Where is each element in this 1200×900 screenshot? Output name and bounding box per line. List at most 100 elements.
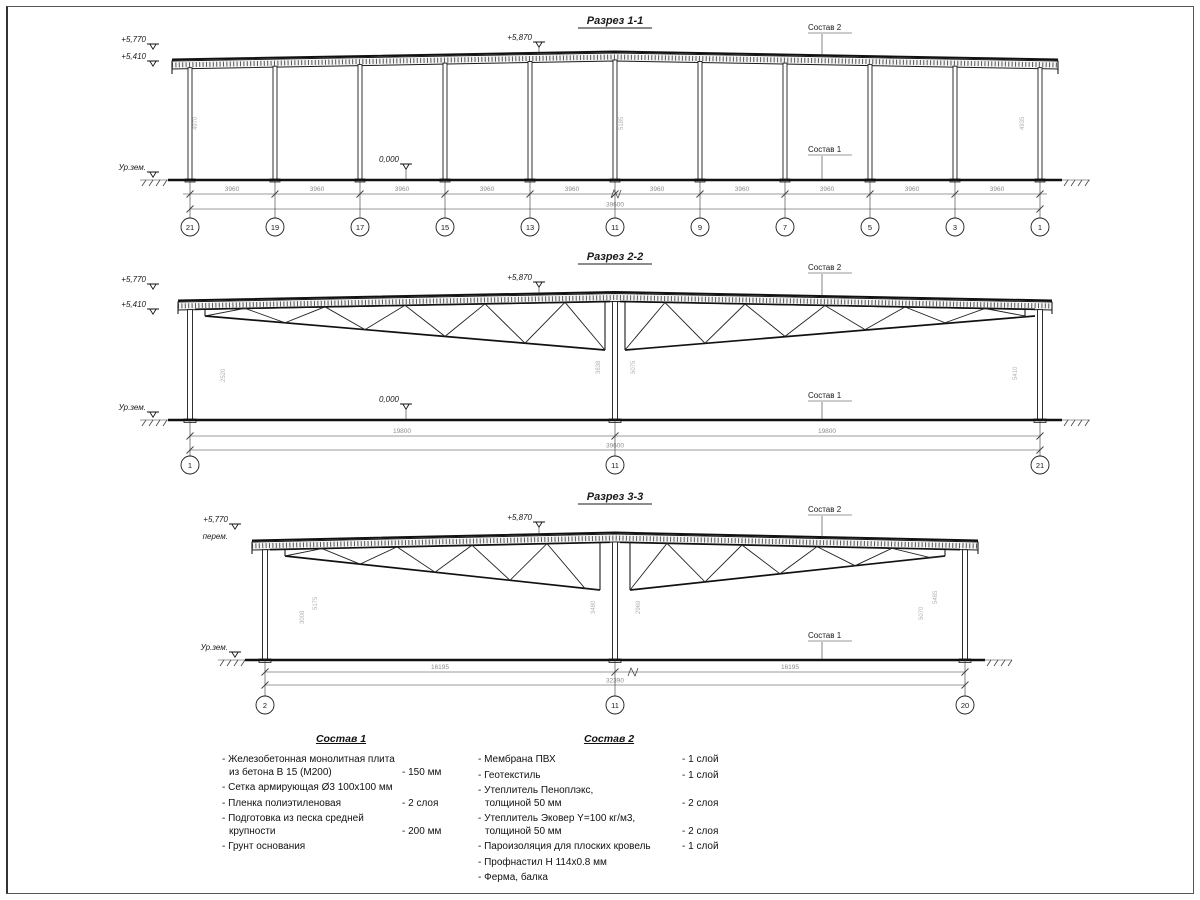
zero-level-label: 0,000 — [379, 395, 400, 404]
axis-bubble: 1 — [1030, 217, 1050, 237]
section-2-columns — [183, 301, 1047, 423]
axis-bubble: 21 — [180, 217, 200, 237]
vertical-dim: 2520 — [221, 368, 227, 382]
break-mark — [627, 667, 639, 677]
legend-item: - Грунт основания — [222, 841, 306, 852]
legend-1-title: Состав 1 — [315, 733, 367, 745]
axis-bubble: 11 — [605, 217, 625, 237]
callout-sostav-1: Состав 1 — [808, 145, 842, 154]
ground-level-label: Ур.зем. — [200, 643, 228, 652]
section-3-axis-bubbles: 2 11 20 — [255, 660, 975, 715]
axis-bubble: 9 — [690, 217, 710, 237]
section-1-vertical-dims: 4970 5185 4935 — [193, 116, 1026, 130]
legend-2-title: Состав 2 — [583, 733, 635, 745]
legend-item: - Утеплитель Пеноплэкс,толщиной 50 мм - … — [478, 785, 719, 809]
axis-bubble: 13 — [520, 217, 540, 237]
ridge-elevation-label: +5,870 — [507, 33, 532, 42]
elevation-note: перем. — [203, 532, 228, 541]
span-dim: 3960 — [650, 186, 665, 193]
section-3-truss-left — [269, 541, 611, 591]
svg-text:11: 11 — [611, 701, 619, 710]
vertical-dim: 2969 — [636, 600, 642, 614]
callout-sostav-1: Состав 1 — [808, 631, 842, 640]
svg-text:1: 1 — [188, 461, 192, 470]
section-3-callouts: Состав 2 Состав 1 — [808, 505, 852, 659]
legend-sostav-2: Состав 2 - Мембрана ПВХ - 1 слой - Геоте… — [478, 733, 740, 888]
legend-item: - Сетка армирующая Ø3 100x100 мм — [222, 782, 393, 793]
elevation-label: +5,770 — [203, 515, 228, 524]
callout-sostav-1: Состав 1 — [808, 391, 842, 400]
legend-item: - Утеплитель Эковер Y=100 кг/м3,толщиной… — [478, 813, 719, 837]
section-2-roof — [177, 290, 1053, 314]
section-1: Разрез 1-1 — [118, 15, 1090, 237]
vertical-dim: 3838 — [596, 360, 602, 374]
legend-sostav-1: Состав 1 - Железобетонная монолитная пли… — [222, 733, 460, 857]
axis-bubble: 7 — [775, 217, 795, 237]
svg-text:21: 21 — [186, 223, 194, 232]
span-dim: 3960 — [990, 186, 1005, 193]
section-1-title: Разрез 1-1 — [587, 15, 643, 27]
axis-bubble: 17 — [350, 217, 370, 237]
section-1-axis-bubbles: 21 19 17 15 13 11 9 7 5 3 1 — [180, 180, 1050, 237]
ridge-elevation-label: +5,870 — [507, 513, 532, 522]
elevation-label: +5,410 — [121, 300, 146, 309]
axis-bubble: 19 — [265, 217, 285, 237]
axis-bubble: 2 — [255, 695, 275, 715]
axis-bubble: 5 — [860, 217, 880, 237]
axis-bubble: 1 — [180, 455, 200, 475]
section-2-truss-right — [619, 300, 1036, 351]
vertical-dim: 5485 — [933, 590, 939, 604]
section-1-callouts: Состав 2 Состав 1 — [808, 23, 852, 179]
span-dim: 3960 — [735, 186, 750, 193]
vertical-dim: 4935 — [1020, 116, 1026, 130]
section-3-vertical-dims: 3008 5175 3480 2969 5070 5485 — [300, 590, 939, 624]
section-3-title: Разрез 3-3 — [587, 491, 643, 503]
span-dim: 3960 — [310, 186, 325, 193]
section-2-callouts: Состав 2 Состав 1 — [808, 263, 852, 419]
span-dim: 3960 — [565, 186, 580, 193]
vertical-dim: 4970 — [193, 116, 199, 130]
section-2-vertical-dims: 2520 3838 5075 5410 — [221, 360, 1019, 382]
callout-sostav-2: Состав 2 — [808, 23, 842, 32]
section-1-elevation-marks: +5,770 +5,410 Ур.зем. +5,870 0,000 — [118, 33, 545, 179]
elevation-label: +5,770 — [121, 35, 146, 44]
section-1-columns — [184, 59, 1046, 183]
callout-sostav-2: Состав 2 — [808, 263, 842, 272]
span-dim: 3960 — [480, 186, 495, 193]
axis-bubble: 20 — [955, 695, 975, 715]
zero-level-label: 0,000 — [379, 155, 400, 164]
legend-item: - Пароизоляция для плоских кровель - 1 с… — [478, 841, 719, 852]
svg-text:11: 11 — [611, 223, 619, 232]
axis-bubble: 15 — [435, 217, 455, 237]
callout-sostav-2: Состав 2 — [808, 505, 842, 514]
svg-text:7: 7 — [783, 223, 787, 232]
span-dim: 16195 — [431, 664, 449, 671]
svg-text:2: 2 — [263, 701, 267, 710]
svg-text:1: 1 — [1038, 223, 1042, 232]
svg-text:5: 5 — [868, 223, 872, 232]
span-dim: 19800 — [818, 428, 836, 435]
axis-bubble: 11 — [605, 455, 625, 475]
svg-text:19: 19 — [271, 223, 279, 232]
section-3-elevation-marks: +5,770 перем. Ур.зем. +5,870 — [200, 513, 545, 659]
vertical-dim: 5410 — [1013, 366, 1019, 380]
legend-item: - Профнастил Н 114х0.8 мм — [478, 856, 607, 868]
axis-bubble: 3 — [945, 217, 965, 237]
vertical-dim: 5070 — [919, 606, 925, 620]
svg-text:11: 11 — [611, 461, 619, 470]
vertical-dim: 5185 — [619, 116, 625, 130]
legend-item: - Геотекстиль - 1 слой — [478, 769, 719, 781]
span-dim: 19800 — [393, 428, 411, 435]
span-dim: 16195 — [781, 664, 799, 671]
axis-bubble: 21 — [1030, 455, 1050, 475]
ridge-elevation-label: +5,870 — [507, 273, 532, 282]
legend-item: - Пленка полиэтиленовая - 2 слоя — [222, 797, 439, 809]
vertical-dim: 3008 — [300, 610, 306, 624]
section-2: Разрез 2-2 — [118, 251, 1090, 475]
break-mark — [610, 189, 622, 199]
section-2-elevation-marks: +5,770 +5,410 Ур.зем. +5,870 0,000 — [118, 273, 545, 419]
